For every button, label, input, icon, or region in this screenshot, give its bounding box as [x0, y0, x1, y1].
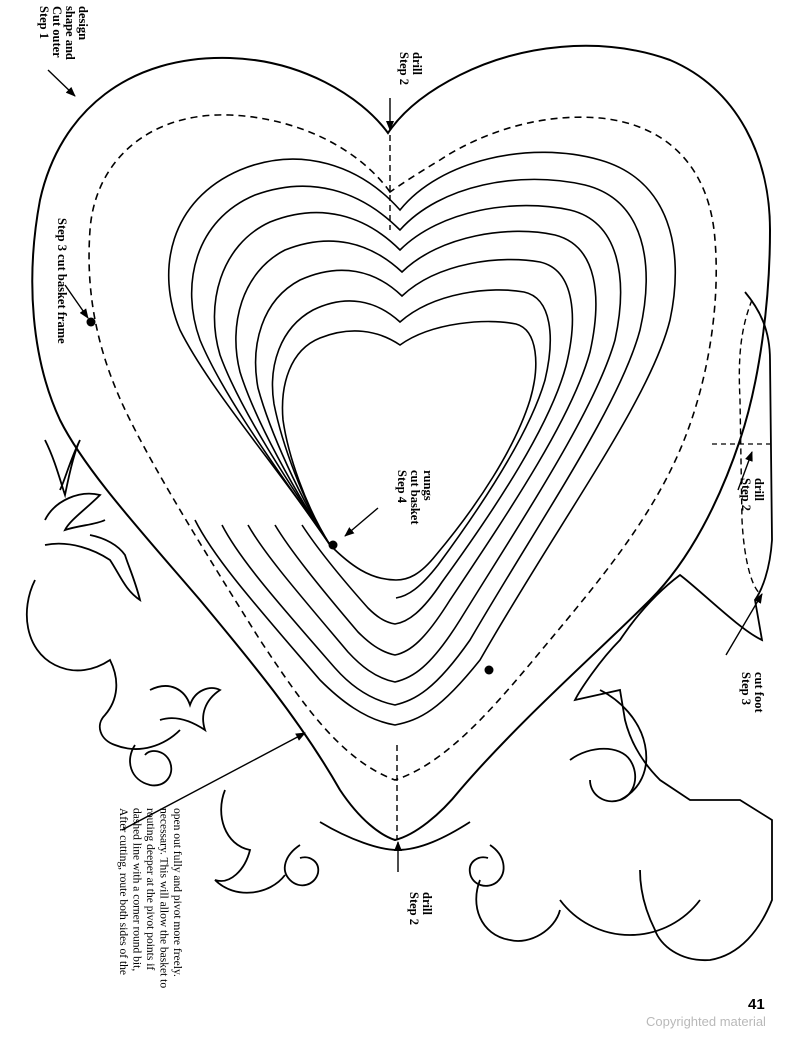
svg-text:rungs: rungs	[421, 470, 435, 501]
svg-text:Step 2: Step 2	[407, 892, 421, 925]
svg-text:Step 4: Step 4	[395, 470, 409, 504]
svg-text:Step 2: Step 2	[739, 478, 753, 511]
routing-note: After cutting, route both sides of the d…	[117, 808, 183, 988]
svg-text:Step 3 cut basket frame: Step 3 cut basket frame	[55, 218, 69, 344]
step3-foot-label: Step 3 cut foot	[739, 672, 766, 713]
step4-label: Step 4 cut basket rungs	[395, 470, 435, 525]
svg-text:drill: drill	[752, 478, 766, 501]
foot-dashed-line	[738, 299, 763, 596]
svg-text:dashed line with a corner roun: dashed line with a corner round bit,	[131, 808, 143, 971]
basket-rungs	[168, 151, 676, 726]
svg-text:design: design	[76, 6, 90, 40]
svg-text:necessary. This will allow the: necessary. This will allow the basket to	[158, 808, 170, 988]
rung-end-dot	[484, 665, 494, 675]
basket-rung	[190, 178, 647, 706]
basket-rung	[254, 258, 574, 625]
svg-text:shape and: shape and	[63, 6, 77, 60]
svg-text:cut foot: cut foot	[752, 672, 766, 713]
basket-rung	[168, 151, 676, 726]
page-number: 41	[748, 996, 765, 1013]
basket-rung	[213, 204, 622, 683]
svg-text:routing deeper at the pivot po: routing deeper at the pivot points if	[144, 808, 156, 970]
copyright-notice: Copyrighted material	[646, 1014, 766, 1029]
step3-frame-label: Step 3 cut basket frame	[55, 218, 69, 344]
svg-text:drill: drill	[410, 52, 424, 75]
step4-rung-dot	[328, 540, 338, 550]
svg-text:Step 2: Step 2	[397, 52, 411, 85]
basket-rung-inner	[281, 320, 537, 581]
outer-shape-outline	[31, 44, 772, 842]
svg-text:drill: drill	[420, 892, 434, 915]
step2-top-label: Step 2 drill	[397, 52, 424, 85]
step2-bottom-label: Step 2 drill	[407, 892, 434, 925]
svg-text:Cut outer: Cut outer	[50, 6, 64, 58]
svg-text:Step 3: Step 3	[739, 672, 753, 705]
leader-arrows	[47, 69, 763, 872]
step3-frame-dot	[86, 317, 96, 327]
foot-outline	[573, 291, 773, 961]
step2-right-label: Step 2 drill	[739, 478, 766, 511]
basket-frame-dashed-line	[88, 114, 717, 781]
basket-rung	[271, 289, 551, 599]
svg-text:cut basket: cut basket	[408, 470, 422, 525]
step1-label: Step 1 Cut outer shape and design	[37, 6, 90, 60]
svg-text:After cutting, route both side: After cutting, route both sides of the	[117, 808, 129, 975]
basket-rung	[235, 230, 597, 656]
svg-text:Step 1: Step 1	[37, 6, 51, 39]
svg-text:open out fully and pivot more: open out fully and pivot more freely.	[171, 808, 183, 977]
